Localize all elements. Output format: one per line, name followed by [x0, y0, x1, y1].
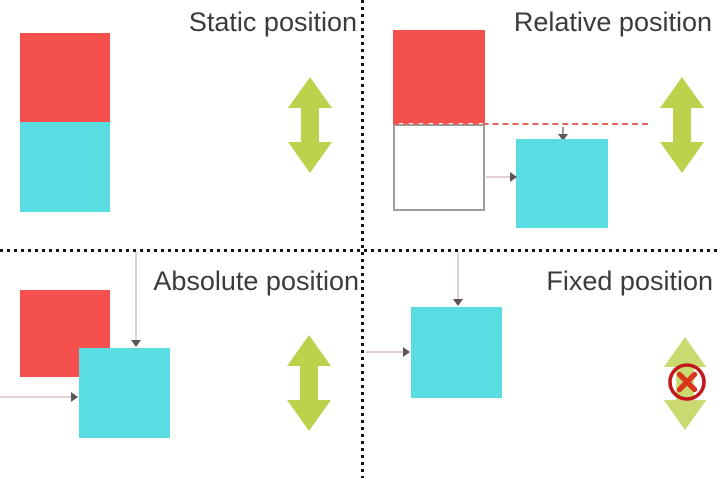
viewport-arrow-right-line — [366, 351, 404, 353]
quadrant-divider-horizontal — [0, 249, 720, 252]
offset-arrow-right-line — [486, 176, 511, 178]
quadrant-title-absolute: Absolute position — [153, 266, 359, 296]
offset-arrow-down-line — [562, 127, 564, 135]
cyan-box — [79, 348, 170, 438]
quadrant-divider-vertical — [361, 0, 364, 478]
anchor-arrow-right-line — [0, 396, 72, 398]
scroll-arrow-icon — [287, 335, 331, 431]
cyan-box — [411, 307, 502, 398]
scroll-arrow-icon — [288, 77, 332, 173]
quadrant-title-relative: Relative position — [513, 7, 712, 37]
no-scroll-icon — [668, 363, 706, 401]
viewport-arrow-down-head — [453, 299, 463, 306]
red-box — [393, 30, 485, 123]
anchor-arrow-down-line — [135, 252, 137, 341]
offset-arrow-down-head — [558, 134, 568, 141]
ghost-box-original-position — [393, 124, 485, 211]
anchor-arrow-right-head — [71, 392, 78, 402]
scroll-arrow-icon — [660, 77, 704, 173]
viewport-arrow-right-head — [403, 347, 410, 357]
viewport-arrow-down-line — [457, 252, 459, 300]
anchor-arrow-down-head — [131, 340, 141, 347]
offset-arrow-right-head — [510, 172, 517, 182]
red-box — [20, 33, 110, 122]
cyan-box — [516, 139, 608, 228]
offset-guide-line — [393, 123, 648, 125]
cyan-box — [20, 122, 110, 212]
quadrant-title-static: Static position — [188, 7, 357, 37]
quadrant-title-fixed: Fixed position — [546, 266, 713, 296]
